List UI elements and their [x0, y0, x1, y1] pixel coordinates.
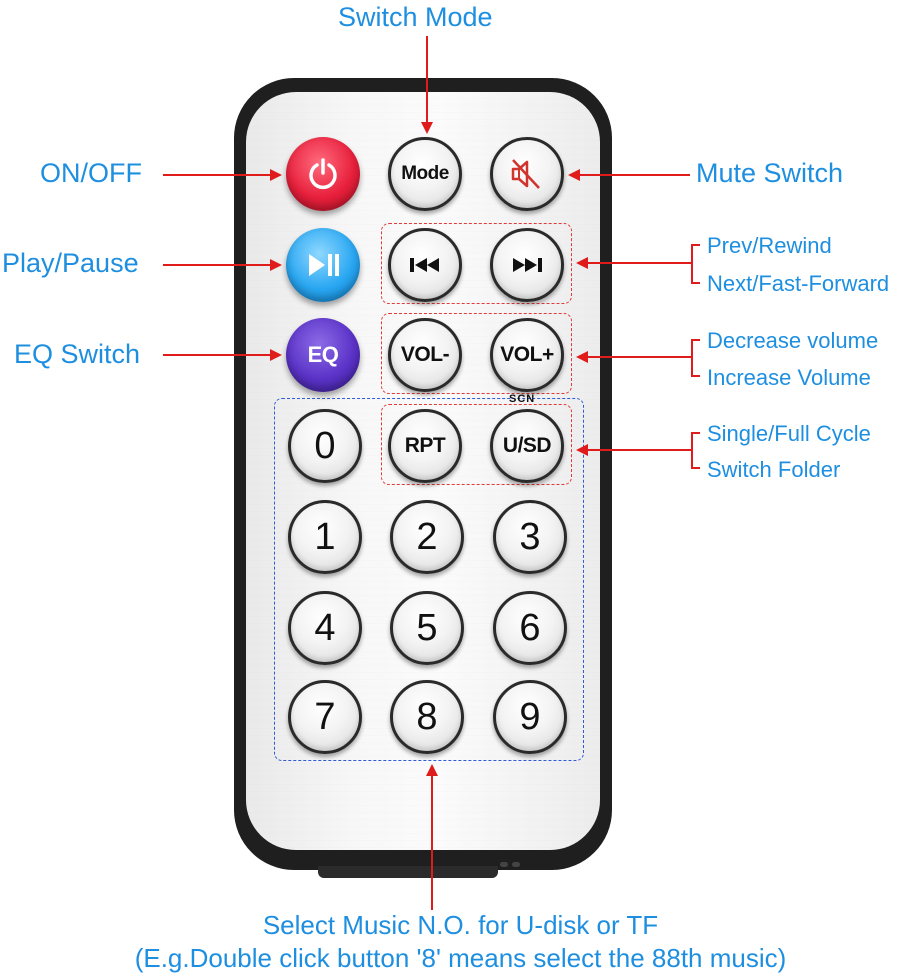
button-5[interactable]: 5 [390, 591, 464, 665]
label-switch-mode: Switch Mode [338, 2, 493, 32]
label-switch-folder: Switch Folder [707, 457, 841, 482]
rpt-label: RPT [404, 434, 446, 457]
eq-button-label: EQ [307, 342, 339, 367]
bracket-prev-next [691, 244, 700, 284]
remote-nub [512, 862, 520, 867]
label-select-music-line1: Select Music N.O. for U-disk or TF [262, 910, 659, 940]
vol-minus-label: VOL- [400, 343, 450, 366]
prev-button[interactable] [388, 228, 462, 302]
digit-label: 3 [519, 515, 541, 558]
button-8[interactable]: 8 [390, 680, 464, 754]
remote-nub [500, 862, 508, 867]
mute-icon [511, 159, 540, 189]
digit-label: 1 [314, 515, 336, 558]
next-button[interactable] [490, 228, 564, 302]
number-group-box [274, 398, 584, 761]
play-pause-button[interactable] [286, 228, 360, 302]
label-prev-rewind: Prev/Rewind [707, 233, 832, 258]
bracket-volume [691, 339, 700, 377]
label-increase-volume: Increase Volume [707, 365, 871, 390]
label-on-off: ON/OFF [40, 158, 142, 188]
digit-label: 7 [314, 695, 336, 738]
button-6[interactable]: 6 [493, 591, 567, 665]
digit-label: 2 [416, 515, 438, 558]
label-play-pause: Play/Pause [2, 248, 139, 278]
rpt-usd-group-box [381, 404, 572, 485]
remote-bottom-tab [318, 866, 498, 878]
label-select-music-line2: (E.g.Double click button '8' means selec… [134, 943, 787, 973]
button-7[interactable]: 7 [288, 680, 362, 754]
digit-label: 9 [519, 695, 541, 738]
next-icon [513, 258, 542, 272]
label-mute-switch: Mute Switch [696, 158, 844, 188]
label-single-full-cycle: Single/Full Cycle [707, 421, 871, 446]
mode-button[interactable]: Mode [388, 137, 462, 211]
label-eq-switch: EQ Switch [14, 339, 141, 369]
vol-plus-button[interactable]: VOL+ [490, 318, 564, 392]
bracket-rpt-usd [691, 432, 700, 469]
usd-label: U/SD [502, 434, 552, 457]
rpt-button[interactable]: RPT [388, 409, 462, 483]
button-4[interactable]: 4 [288, 591, 362, 665]
digit-label: 5 [416, 606, 438, 649]
prev-icon [410, 258, 439, 272]
play-pause-icon [309, 254, 339, 276]
vol-minus-button[interactable]: VOL- [388, 318, 462, 392]
digit-label: 8 [416, 695, 438, 738]
button-3[interactable]: 3 [493, 500, 567, 574]
button-0-label: 0 [314, 424, 336, 467]
label-decrease-volume: Decrease volume [707, 328, 879, 353]
mute-button[interactable] [490, 137, 564, 211]
digit-label: 6 [519, 606, 541, 649]
digit-label: 4 [314, 606, 336, 649]
power-icon [309, 158, 337, 190]
button-0[interactable]: 0 [288, 409, 362, 483]
volume-group-box [381, 313, 572, 394]
power-button[interactable] [286, 137, 360, 211]
prev-next-group-box [381, 223, 572, 304]
button-9[interactable]: 9 [493, 680, 567, 754]
label-next-forward: Next/Fast-Forward [707, 271, 890, 296]
mode-button-label: Mode [401, 163, 449, 184]
button-1[interactable]: 1 [288, 500, 362, 574]
vol-plus-label: VOL+ [500, 343, 554, 366]
scn-label: SCN [509, 393, 536, 405]
usd-button[interactable]: U/SD [490, 409, 564, 483]
eq-button[interactable]: EQ [286, 318, 360, 392]
button-2[interactable]: 2 [390, 500, 464, 574]
